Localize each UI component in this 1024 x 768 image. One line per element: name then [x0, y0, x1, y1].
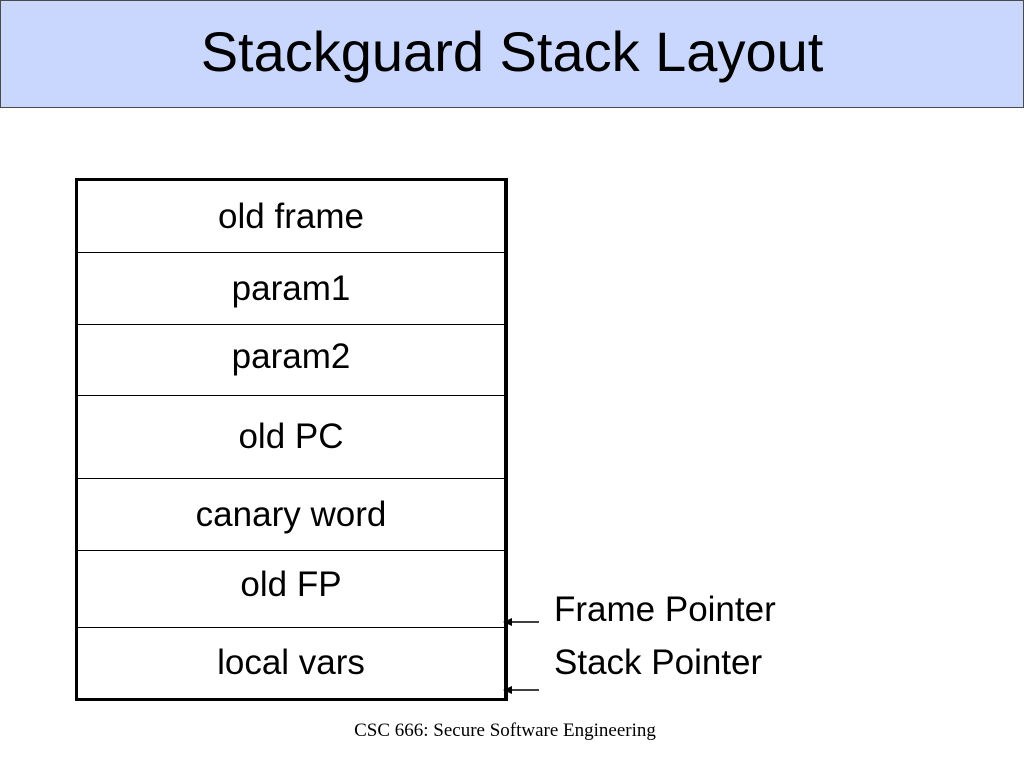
stack-pointer-arrow-icon: [503, 686, 539, 694]
frame-pointer-label: Frame Pointer: [554, 590, 776, 629]
stack-cell-local-vars: local vars: [78, 628, 504, 698]
frame-pointer-arrow-icon: [503, 618, 539, 626]
slide-footer: CSC 666: Secure Software Engineering: [354, 720, 656, 741]
slide-title: Stackguard Stack Layout: [200, 20, 824, 83]
stack-diagram: old frame param1 param2 old PC canary wo…: [75, 178, 508, 701]
stack-cell-canary-word: canary word: [78, 479, 504, 551]
stack-cell-label: old PC: [238, 417, 344, 456]
stack-cell-old-pc: old PC: [78, 396, 504, 479]
stack-cell-label: canary word: [195, 494, 387, 534]
stack-cell-old-frame: old frame: [78, 181, 504, 253]
stack-cell-param2: param2: [78, 325, 504, 396]
stack-cell-label: param2: [231, 337, 351, 376]
stack-cell-label: local vars: [217, 643, 365, 682]
stack-cell-param1: param1: [78, 253, 504, 325]
stack-cell-label: old FP: [240, 565, 342, 604]
stack-cell-label: old frame: [218, 196, 364, 236]
title-bar: Stackguard Stack Layout: [0, 0, 1024, 108]
stack-pointer-label: Stack Pointer: [554, 643, 763, 682]
stack-cell-label: param1: [231, 268, 351, 308]
stack-cell-old-fp: old FP: [78, 551, 504, 628]
